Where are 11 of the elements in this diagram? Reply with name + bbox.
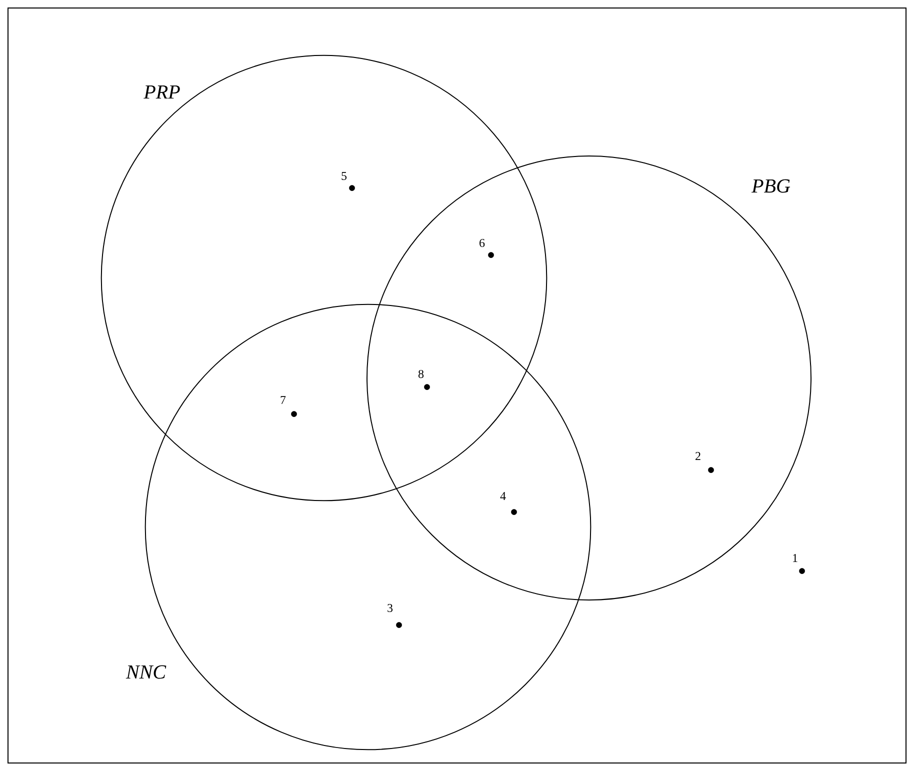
- point-number: 5: [342, 172, 347, 180]
- set-label: NNC: [126, 665, 166, 679]
- point-number: 6: [480, 238, 485, 248]
- point-number: 1: [793, 554, 798, 562]
- point-number: 7: [280, 396, 286, 404]
- point-number: 4: [500, 492, 506, 500]
- point-number: 8: [418, 370, 424, 378]
- point-number: 3: [388, 604, 393, 612]
- set-label: PBG: [751, 179, 790, 193]
- point-number: 2: [696, 452, 700, 460]
- set-label: PRP: [144, 85, 180, 99]
